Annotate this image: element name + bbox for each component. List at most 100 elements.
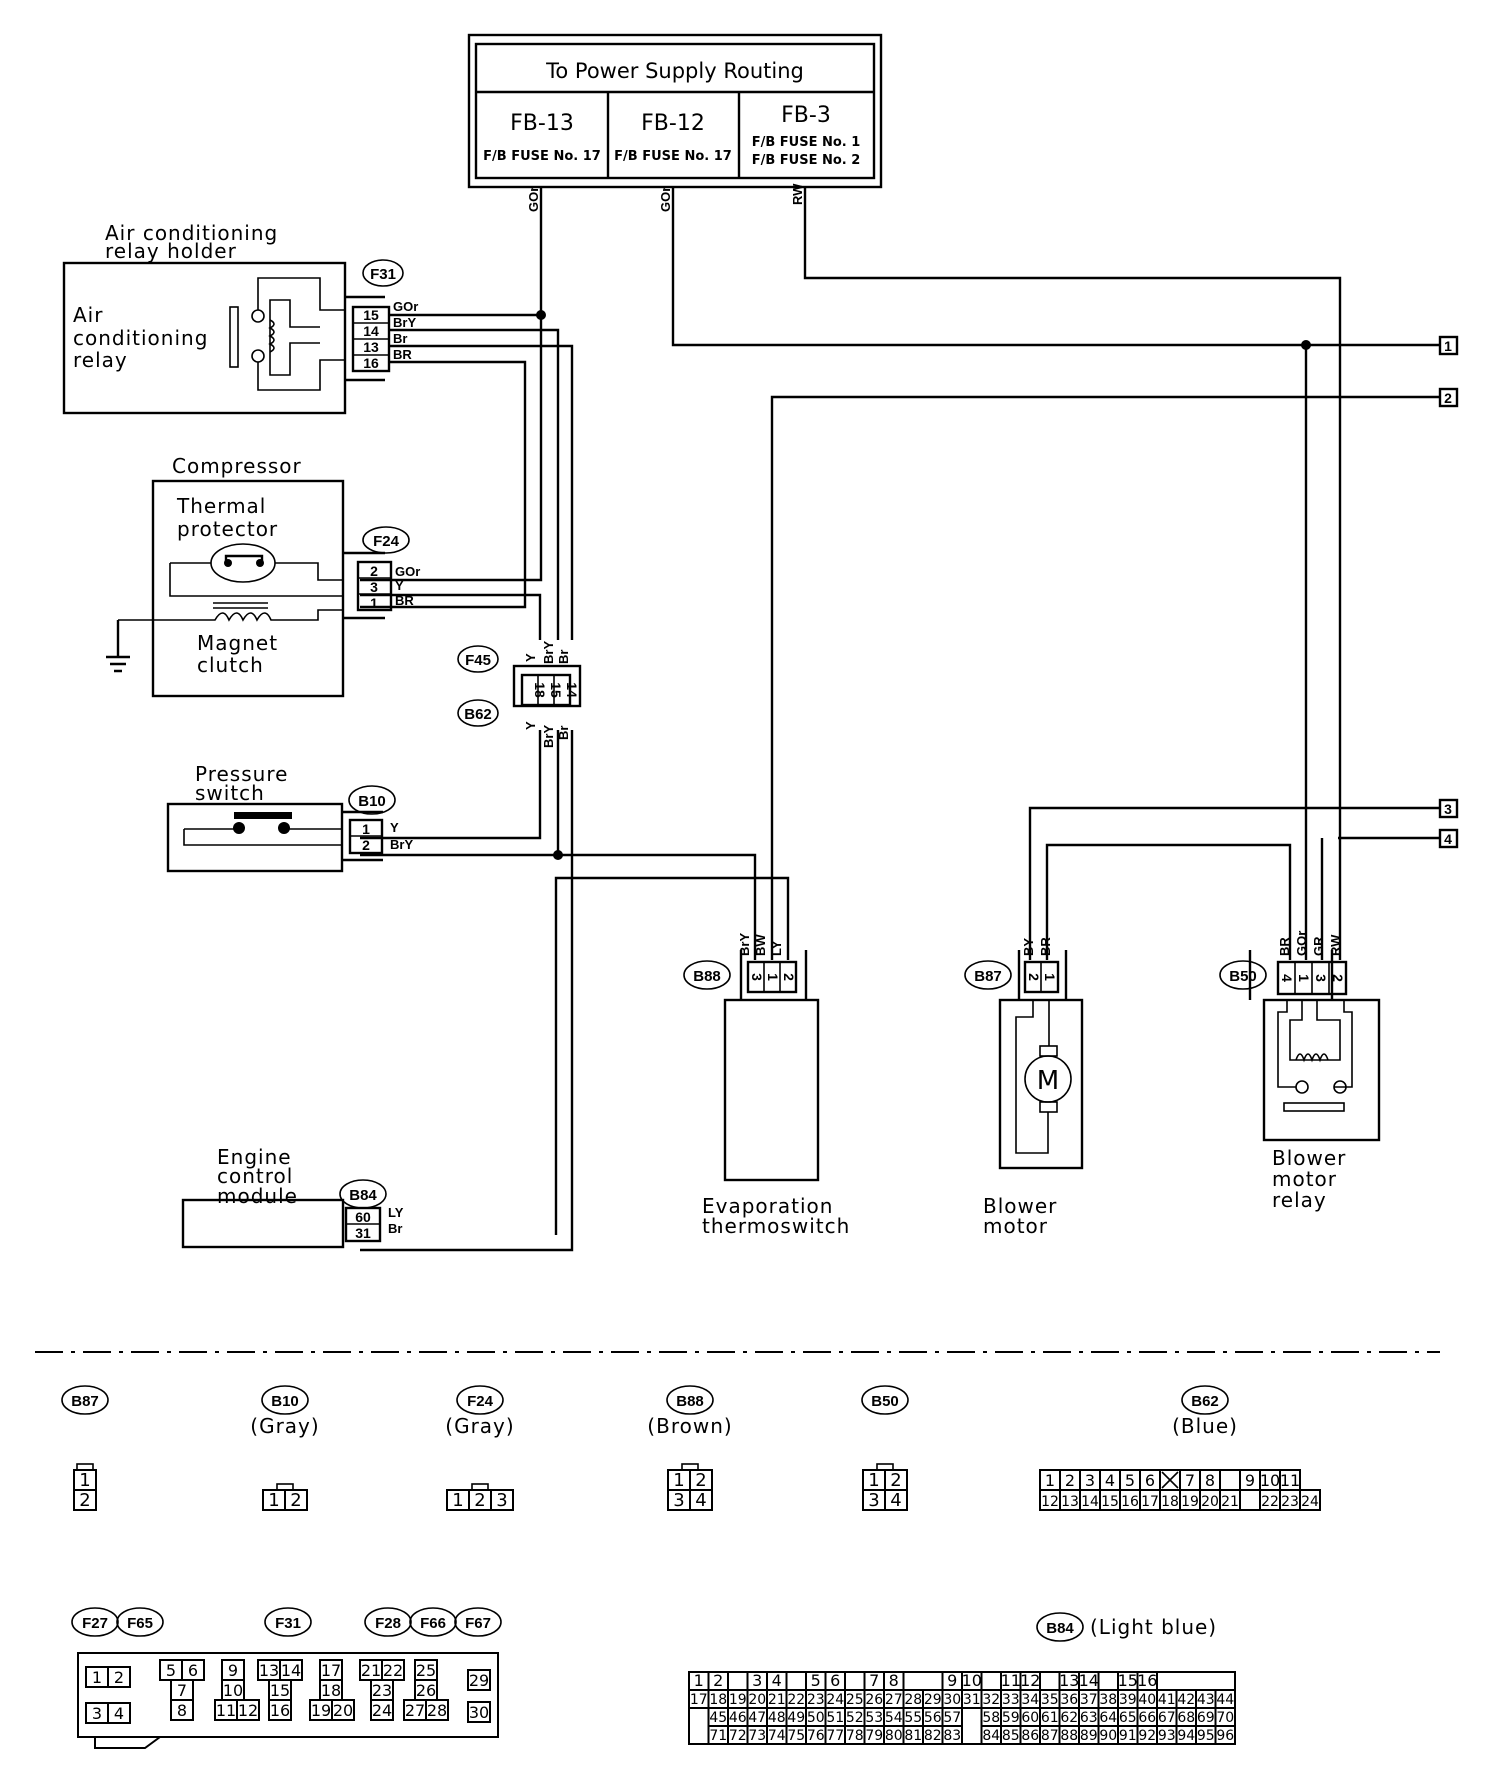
pin-number: 95 — [1197, 1728, 1215, 1744]
relay-contact-icon — [1295, 1080, 1309, 1094]
pin-number: 93 — [1158, 1728, 1176, 1744]
svg-text:BR: BR — [1038, 937, 1053, 956]
pin-cell — [1299, 1489, 1321, 1511]
pin-number: 1 — [268, 1490, 279, 1511]
svg-text:15: 15 — [548, 682, 564, 698]
pin-number: 10 — [962, 1671, 982, 1690]
pin-number: 21 — [1221, 1494, 1239, 1510]
svg-text:BY: BY — [1021, 938, 1036, 956]
pin-number: 78 — [846, 1728, 864, 1744]
svg-text:Engine: Engine — [217, 1145, 292, 1169]
connector-tag-b10 — [261, 1385, 309, 1415]
wire-f31-16 — [360, 360, 527, 609]
pin-number: 59 — [1002, 1710, 1020, 1726]
pin-number: 2 — [114, 1668, 124, 1687]
pin-number: 36 — [1060, 1692, 1078, 1708]
pin-number: 1 — [868, 1470, 879, 1491]
pin-number: 21 — [361, 1661, 381, 1680]
svg-text:B10: B10 — [358, 793, 386, 810]
pin-cell — [268, 1699, 292, 1721]
pin-cell — [1239, 1489, 1261, 1511]
wire-f24-3 — [360, 593, 542, 640]
pin-number: 10 — [223, 1681, 243, 1700]
connector-tag-f24 — [456, 1385, 504, 1415]
svg-text:GOr: GOr — [393, 299, 418, 314]
relay-block-outline — [77, 1652, 499, 1738]
pin-cell — [73, 1489, 97, 1511]
connector-color: (Blue) — [1172, 1414, 1238, 1438]
connector-tag-b87 — [964, 960, 1012, 990]
svg-text:2: 2 — [781, 973, 797, 981]
pin-cell — [884, 1489, 908, 1511]
pin-number: 16 — [1137, 1671, 1157, 1690]
pin-number: 12 — [1041, 1494, 1059, 1510]
pin-number: 1 — [694, 1671, 704, 1690]
pin-number: 48 — [768, 1710, 786, 1726]
svg-text:BrY: BrY — [390, 837, 413, 852]
svg-text:Blower: Blower — [1272, 1146, 1346, 1170]
pin-number: 57 — [943, 1710, 961, 1726]
pin-number: 18 — [709, 1692, 727, 1708]
pin-number: 43 — [1197, 1692, 1215, 1708]
connector-color: (Gray) — [445, 1414, 514, 1438]
pin-number: 5 — [1125, 1471, 1135, 1490]
svg-text:LY: LY — [388, 1205, 404, 1220]
svg-text:BR: BR — [1277, 937, 1292, 956]
pin-number: 33 — [1002, 1692, 1020, 1708]
pin-number: 9 — [947, 1671, 957, 1690]
pin-number: 14 — [1079, 1671, 1099, 1690]
ref-1: 1 — [1444, 338, 1452, 354]
pin-number: 27 — [405, 1701, 425, 1720]
relay-contact-icon — [251, 309, 265, 323]
pin-cell — [331, 1699, 355, 1721]
connector-tag-b88 — [683, 960, 731, 990]
pin-number: 73 — [748, 1728, 766, 1744]
pin-number: 5 — [811, 1671, 821, 1690]
pin-number: 17 — [321, 1661, 341, 1680]
pin-cell — [1219, 1469, 1241, 1491]
pin-number: 8 — [889, 1671, 899, 1690]
pin-number: 7 — [177, 1681, 187, 1700]
pin-number: 47 — [748, 1710, 766, 1726]
pin-number: 28 — [427, 1701, 447, 1720]
connector-color: (Brown) — [647, 1414, 732, 1438]
svg-text:protector: protector — [177, 517, 278, 541]
svg-text:1: 1 — [765, 973, 781, 981]
svg-text:14: 14 — [363, 323, 379, 339]
wire-br-b87-b50 — [1045, 843, 1292, 960]
connector-tag-b87 — [61, 1385, 109, 1415]
svg-text:3: 3 — [1313, 974, 1329, 982]
pin-number: 42 — [1177, 1692, 1195, 1708]
svg-text:BrY: BrY — [737, 933, 752, 956]
engine-control-module: Engine control module B84 60 31 LY Br — [181, 1145, 404, 1249]
f31-pin-block: 15 14 13 16 — [351, 305, 391, 373]
pin-number: 96 — [1216, 1728, 1234, 1744]
pin-cell — [107, 1702, 131, 1724]
pin-number: 12 — [238, 1701, 258, 1720]
connector-id: B10 — [271, 1393, 299, 1410]
pin-number: 83 — [943, 1728, 961, 1744]
connector-tag-f28 — [364, 1607, 412, 1637]
connector-tag-f27 — [71, 1607, 119, 1637]
blank-pin-mark — [1161, 1471, 1179, 1489]
pin-number: 74 — [768, 1728, 786, 1744]
pin-number: 32 — [982, 1692, 1000, 1708]
pin-number: 18 — [1161, 1494, 1179, 1510]
svg-text:1: 1 — [362, 821, 370, 837]
svg-text:LY: LY — [769, 940, 784, 956]
connector-id: B50 — [871, 1393, 899, 1410]
svg-text:B84: B84 — [349, 1187, 377, 1204]
wire-label-fb13: GOr — [526, 187, 541, 212]
pin-number: 3 — [1085, 1471, 1095, 1490]
pin-number: 79 — [865, 1728, 883, 1744]
svg-text:Y: Y — [390, 820, 399, 835]
pin-number: 81 — [904, 1728, 922, 1744]
pin-number: 19 — [311, 1701, 331, 1720]
pin-number: 4 — [695, 1490, 706, 1511]
connector-tag-f31 — [264, 1607, 312, 1637]
pin-number: 2 — [890, 1470, 901, 1491]
pin-number: 2 — [695, 1470, 706, 1491]
pin-number: 34 — [1021, 1692, 1039, 1708]
junction-dot — [536, 310, 546, 320]
pin-number: 53 — [865, 1710, 883, 1726]
